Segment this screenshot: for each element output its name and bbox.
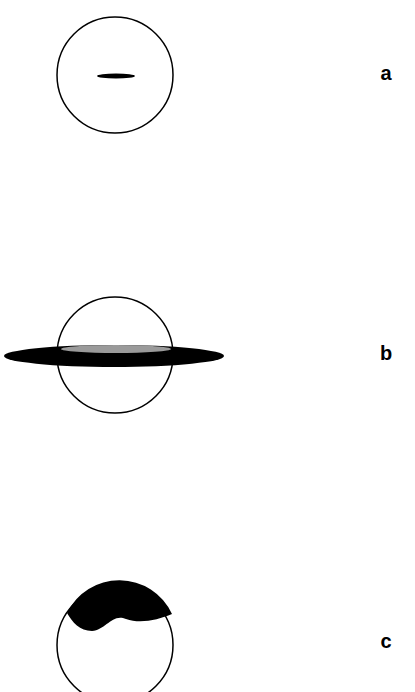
equatorial-band xyxy=(4,345,224,367)
sphere-a xyxy=(57,17,173,133)
sphere-c xyxy=(57,580,173,692)
panel-letter: b xyxy=(380,341,392,365)
band-top-surface xyxy=(61,345,171,353)
sphere-outline xyxy=(57,17,173,133)
thin-disk xyxy=(97,73,135,78)
panel-letter: c xyxy=(380,629,391,653)
panel-letter: a xyxy=(380,61,391,85)
polar-cap xyxy=(67,580,172,631)
sphere-b xyxy=(4,297,224,413)
